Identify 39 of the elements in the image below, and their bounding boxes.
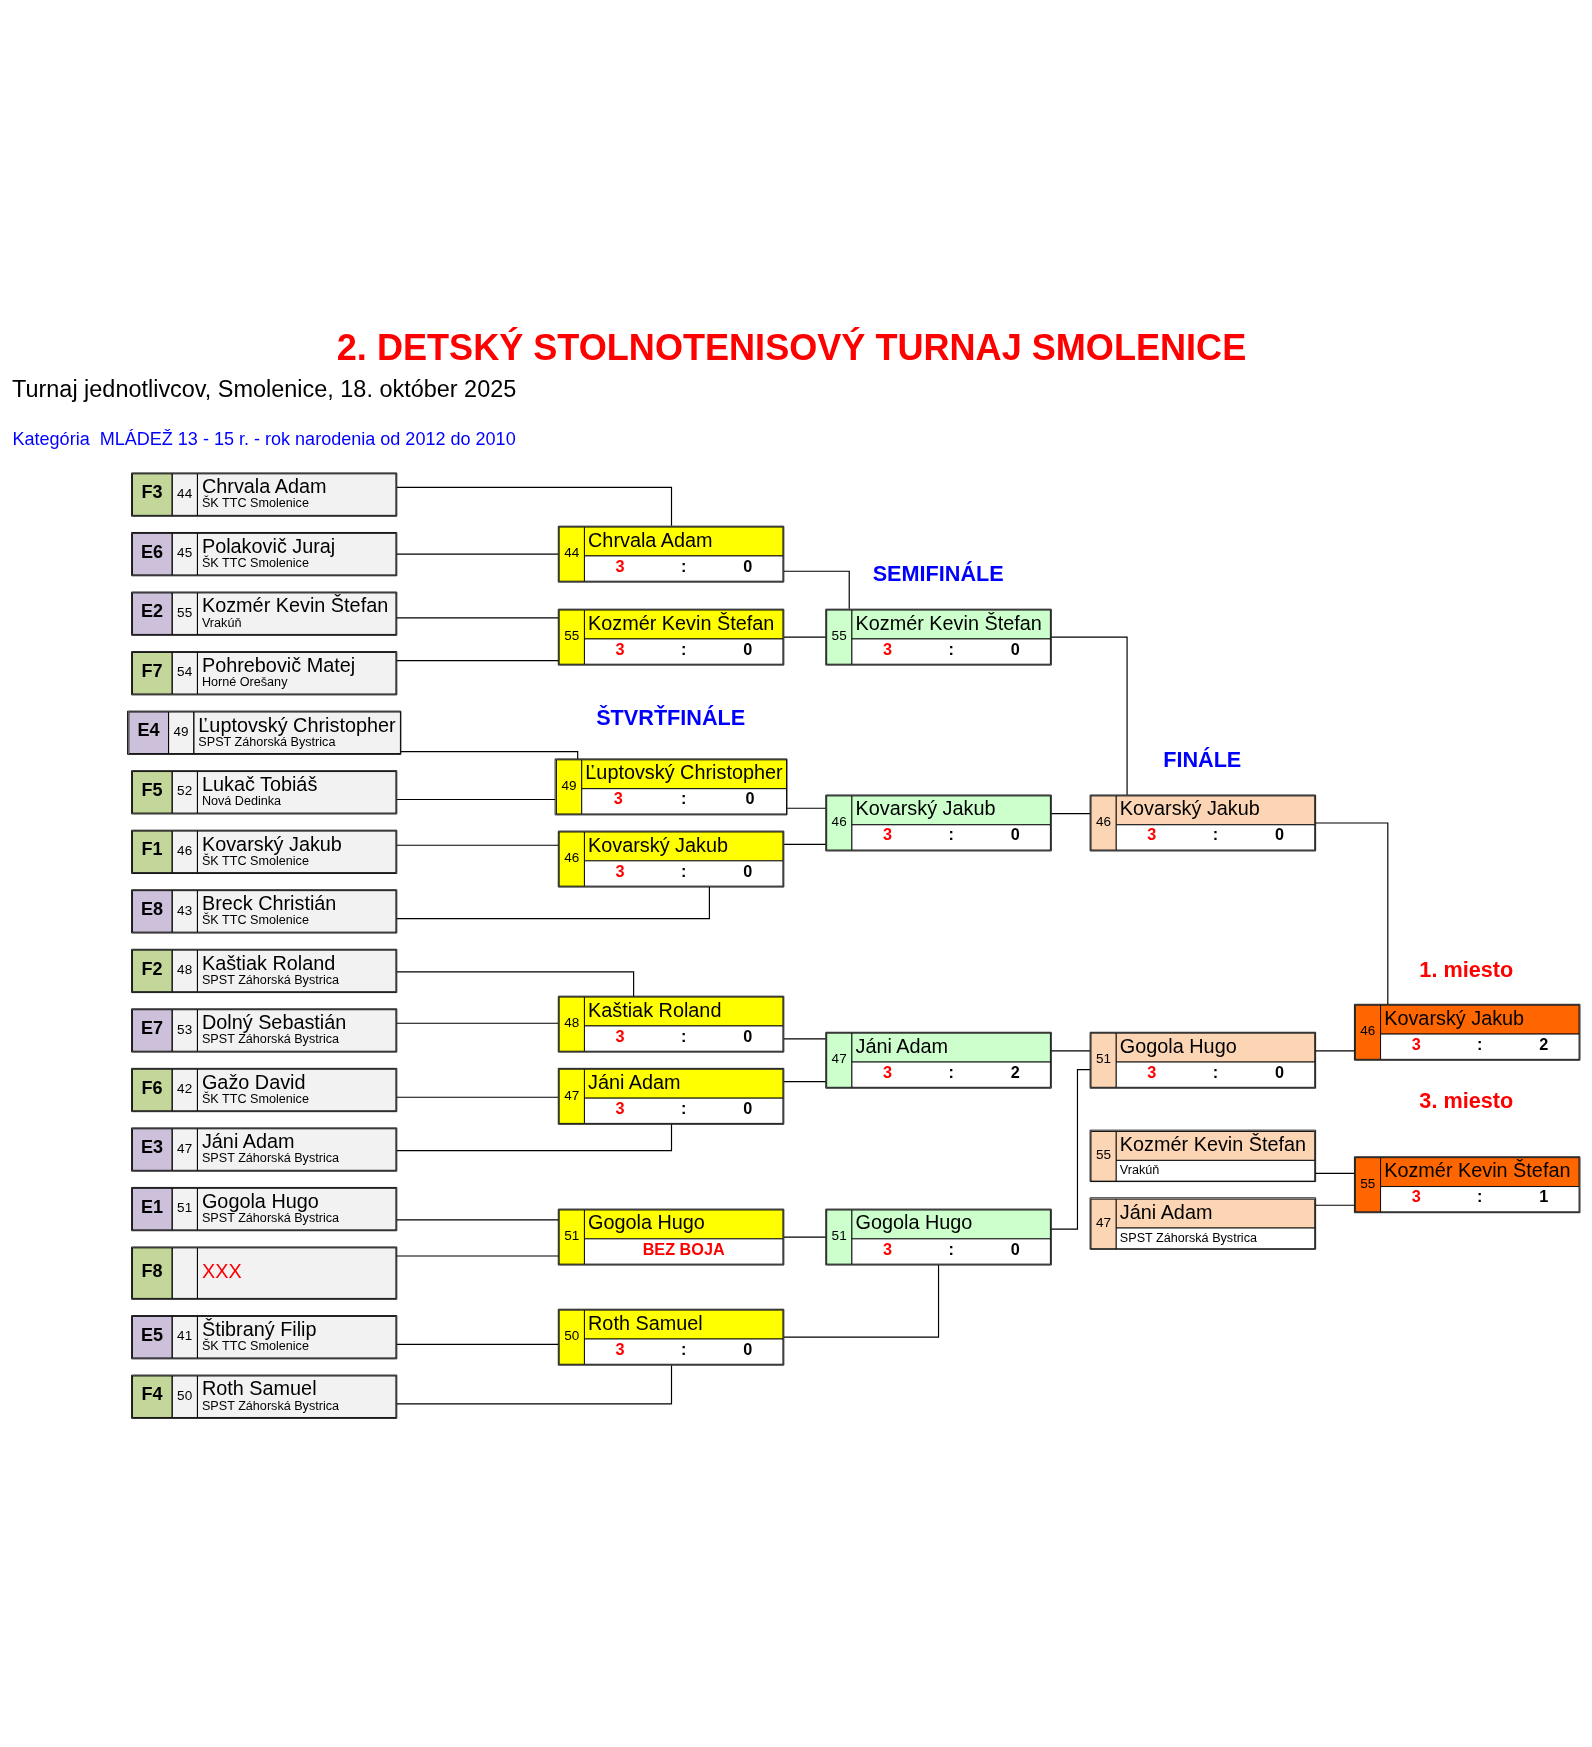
connector: [396, 1123, 673, 1152]
connector: [1315, 1172, 1355, 1174]
connector: [783, 843, 827, 845]
connector: [783, 1038, 827, 1040]
connector: [1315, 1204, 1355, 1206]
connector: [783, 1236, 827, 1238]
node-label: 1. miesto: [1419, 956, 1514, 982]
connector: [1315, 1050, 1355, 1052]
connector: [396, 886, 710, 920]
label: ŠTVRŤFINÁLE: [596, 704, 746, 730]
label: SEMIFINÁLE: [872, 561, 1004, 587]
label: Kategória MLÁDEŽ 13 - 15 r. - rok narodenia od 2012 do 2010: [12, 428, 516, 449]
connector: [783, 1081, 827, 1083]
connector: [396, 553, 559, 555]
label: FINÁLE: [1163, 747, 1242, 773]
connector: [396, 1364, 673, 1405]
connector: [783, 570, 850, 610]
connector: [396, 1096, 559, 1098]
connector: [786, 807, 827, 809]
connector: [396, 798, 556, 801]
connector: [396, 971, 635, 997]
connector: [396, 486, 673, 527]
label: Turnaj jednotlivcov, Smolenice, 18. október 2025: [12, 376, 517, 403]
connector: [396, 660, 559, 662]
node-label: 3. miesto: [1419, 1088, 1514, 1114]
connector: [1050, 813, 1091, 815]
diagram-title: 2. DETSKÝ STOLNOTENISOVÝ TURNAJ SMOLENICE: [336, 327, 1247, 369]
connector: [1315, 822, 1389, 1005]
connector: [396, 844, 559, 846]
connector: [396, 1022, 559, 1024]
connector: [1050, 1050, 1091, 1052]
connector: [396, 617, 559, 619]
connector: [396, 1255, 559, 1257]
connector: [396, 1219, 559, 1221]
connector: [783, 636, 827, 638]
connector: [1050, 1068, 1091, 1230]
connector: [1050, 636, 1128, 796]
connector: [783, 1264, 940, 1338]
connector: [396, 1343, 559, 1345]
